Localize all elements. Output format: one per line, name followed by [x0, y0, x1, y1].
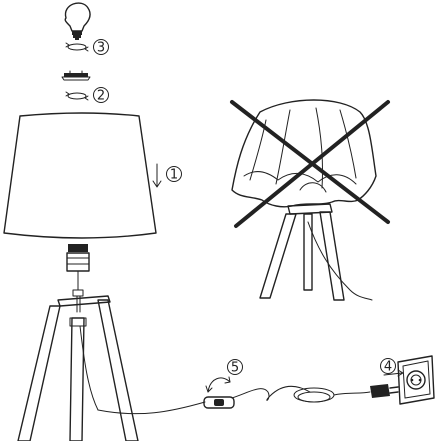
shade-ring-icon [61, 70, 91, 81]
step-5-marker: 5 [205, 359, 243, 393]
inline-switch-icon [203, 396, 235, 409]
step-5-number: 5 [231, 361, 239, 376]
plug-icon [370, 384, 399, 398]
power-cable [97, 386, 371, 415]
step-1-number: 1 [170, 168, 178, 183]
step-2-marker: 2 [93, 87, 109, 104]
wall-socket-icon [397, 355, 435, 405]
step-3-marker: 3 [93, 39, 109, 56]
tripod-base [17, 295, 139, 441]
lamp-holder [66, 244, 90, 297]
step-4-number: 4 [384, 360, 392, 375]
lamp-shade [3, 112, 157, 239]
rotate-arrow-icon-2 [65, 91, 89, 101]
light-bulb-icon [64, 2, 91, 40]
crossed-out-covered-lamp-icon [230, 99, 390, 301]
step-4-marker: 4 [380, 358, 396, 375]
step-2-number: 2 [97, 89, 105, 104]
rotate-arrow-icon-3 [65, 42, 89, 52]
step-1-marker: 1 [152, 163, 182, 188]
step-3-number: 3 [97, 41, 105, 56]
